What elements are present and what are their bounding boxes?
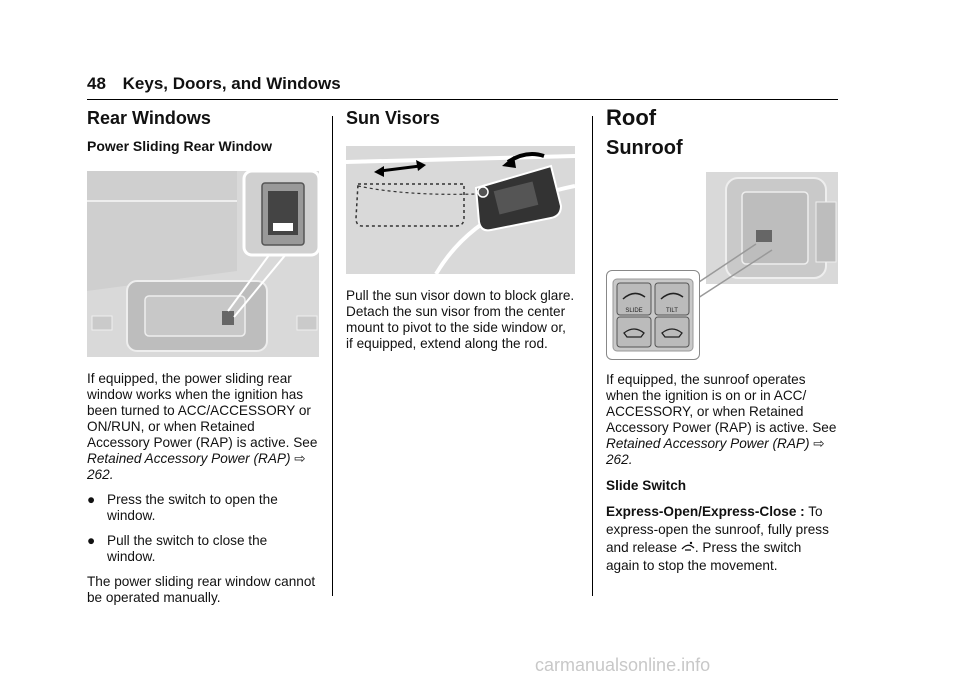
slide-switch-label: SLIDE [625, 308, 642, 314]
subheading-power-sliding: Power Sliding Rear Window [87, 138, 273, 154]
heading-roof: Roof [606, 105, 657, 130]
rear-window-paragraph: If equipped, the power sliding rear wind… [87, 371, 318, 482]
sun-visor-illustration [346, 146, 575, 274]
express-open-label: Express-Open/Express-Close : [606, 504, 805, 519]
reference-arrow-icon: ⇨ [294, 451, 306, 466]
rear-window-illustration [87, 171, 319, 357]
sunroof-switch-illustration: SLIDE TILT [606, 172, 838, 360]
bullet-icon: ● [87, 492, 96, 507]
sun-visor-paragraph: Pull the sun visor down to block glare. … [346, 288, 575, 351]
express-open-paragraph: Express-Open/Express-Close : To express-… [606, 504, 829, 573]
sunroof-paragraph: If equipped, the sunroof operates when t… [606, 372, 837, 467]
manual-operation-note: The power sliding rear window cannot be … [87, 574, 316, 605]
column-sun-visors: Sun Visors Pull the sun visor down to bl… [346, 108, 576, 352]
rap-reference-link[interactable]: Retained Accessory Power (RAP) [606, 436, 810, 451]
header-rule [87, 99, 838, 100]
rap-reference-link[interactable]: Retained Accessory Power (RAP) [87, 451, 291, 466]
page-number: 48 [87, 74, 106, 93]
list-item: ● Pull the switch to close the window. [87, 533, 268, 564]
section-title: Keys, Doors, and Windows [122, 74, 341, 93]
heading-sun-visors: Sun Visors [346, 108, 440, 128]
rap-reference-page[interactable]: 262 [87, 467, 110, 482]
tilt-switch-label: TILT [666, 308, 678, 314]
column-divider-1 [332, 116, 333, 596]
bullet-icon: ● [87, 533, 96, 548]
rap-reference-page[interactable]: 262 [606, 452, 629, 467]
page-header: 48 Keys, Doors, and Windows [87, 74, 341, 94]
reference-arrow-icon: ⇨ [813, 436, 825, 451]
column-divider-2 [592, 116, 593, 596]
heading-rear-windows: Rear Windows [87, 108, 211, 128]
subheading-sunroof: Sunroof [606, 137, 683, 159]
slide-switch-heading: Slide Switch [606, 478, 687, 493]
column-roof: Roof Sunroof SLIDE [606, 105, 838, 575]
sunroof-slide-icon [681, 540, 695, 554]
list-item: ● Press the switch to open the window. [87, 492, 278, 523]
watermark: carmanualsonline.info [535, 655, 711, 675]
column-rear-windows: Rear Windows Power Sliding Rear Window I… [87, 108, 319, 606]
